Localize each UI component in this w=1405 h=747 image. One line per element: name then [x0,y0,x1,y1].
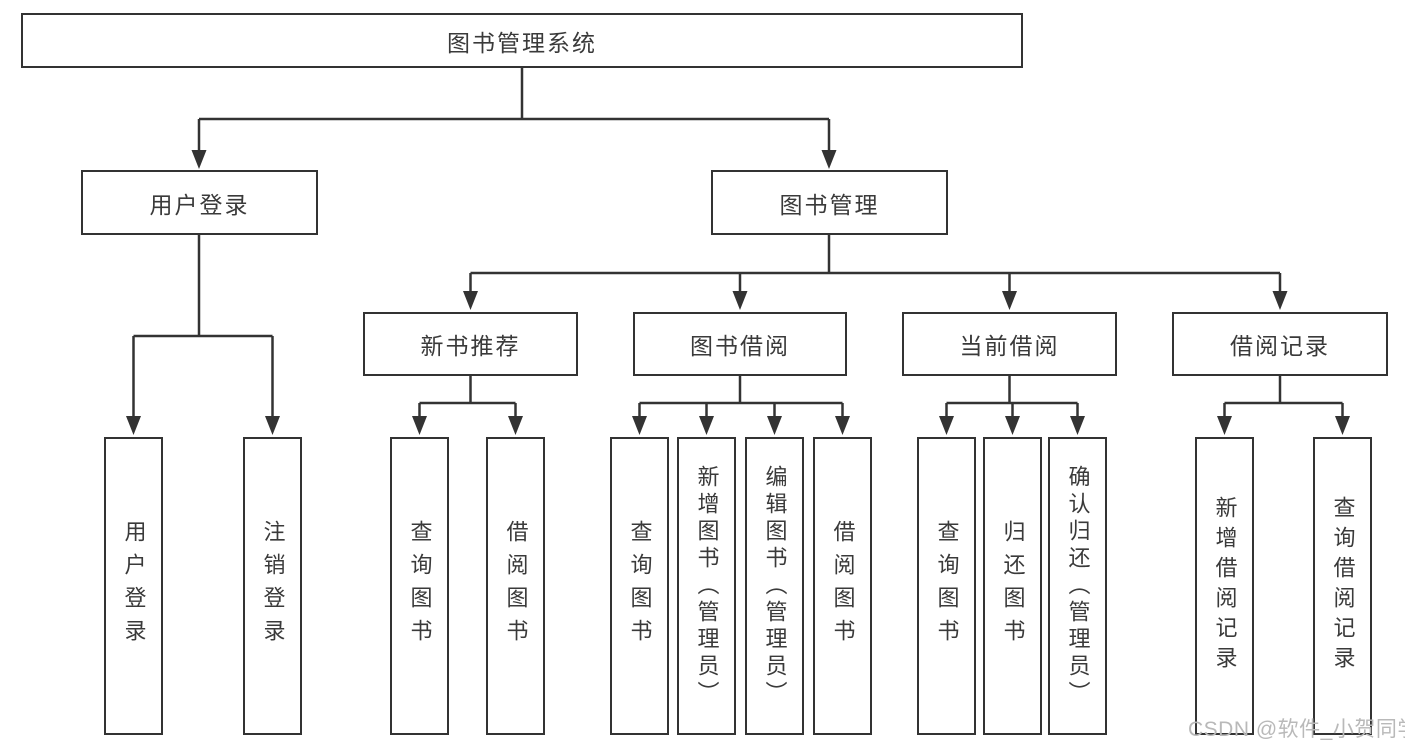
node-label: 借阅记录 [1230,333,1330,359]
node-library-management-system: 图书管理系统 [21,13,1023,68]
node-label: 图书借阅 [690,333,790,359]
node-label: 用户登录 [149,191,250,218]
leaf-borrowing-query-book: 查询图书 [610,437,669,735]
leaf-label: 借阅图书 [503,520,529,652]
node-new-book-recommend: 新书推荐 [363,312,578,376]
leaf-label: 查询图书 [934,520,960,652]
leaf-label: 借阅图书 [830,520,856,652]
leaf-label: 注销登录 [260,520,286,652]
leaf-borrowing-edit-book-admin: 编辑图书（管理员） [745,437,804,735]
leaf-recommend-query-book: 查询图书 [390,437,449,735]
arrowheads [126,150,1350,435]
leaf-label: 确认归还（管理员） [1065,464,1091,708]
leaf-label: 查询借阅记录 [1330,496,1356,676]
leaf-current-return-book: 归还图书 [983,437,1042,735]
node-book-borrowing: 图书借阅 [633,312,847,376]
leaf-label: 查询图书 [407,520,433,652]
leaf-label: 新增图书（管理员） [694,464,720,708]
node-borrowing-records: 借阅记录 [1172,312,1388,376]
node-label: 图书管理系统 [447,29,597,56]
leaf-user-login: 用户登录 [104,437,163,735]
leaf-logout: 注销登录 [243,437,302,735]
leaf-current-confirm-return-admin: 确认归还（管理员） [1048,437,1107,735]
leaf-records-add-borrow-record: 新增借阅记录 [1195,437,1254,735]
leaf-current-query-book: 查询图书 [917,437,976,735]
leaf-borrowing-borrow-book: 借阅图书 [813,437,872,735]
leaf-records-query-borrow-record: 查询借阅记录 [1313,437,1372,735]
watermark: CSDN @软件_小贺同学 [1188,718,1405,741]
leaf-label: 用户登录 [121,520,147,652]
leaf-borrowing-add-book-admin: 新增图书（管理员） [677,437,736,735]
leaf-recommend-borrow-book: 借阅图书 [486,437,545,735]
leaf-label: 归还图书 [1000,520,1026,652]
leaf-label: 编辑图书（管理员） [762,464,788,708]
node-book-management: 图书管理 [711,170,948,235]
node-label: 图书管理 [779,191,880,218]
leaf-label: 新增借阅记录 [1212,496,1238,676]
node-label: 当前借阅 [959,333,1060,359]
leaf-label: 查询图书 [627,520,653,652]
node-label: 新书推荐 [420,333,521,359]
node-user-login: 用户登录 [81,170,318,235]
node-current-borrowing: 当前借阅 [902,312,1117,376]
